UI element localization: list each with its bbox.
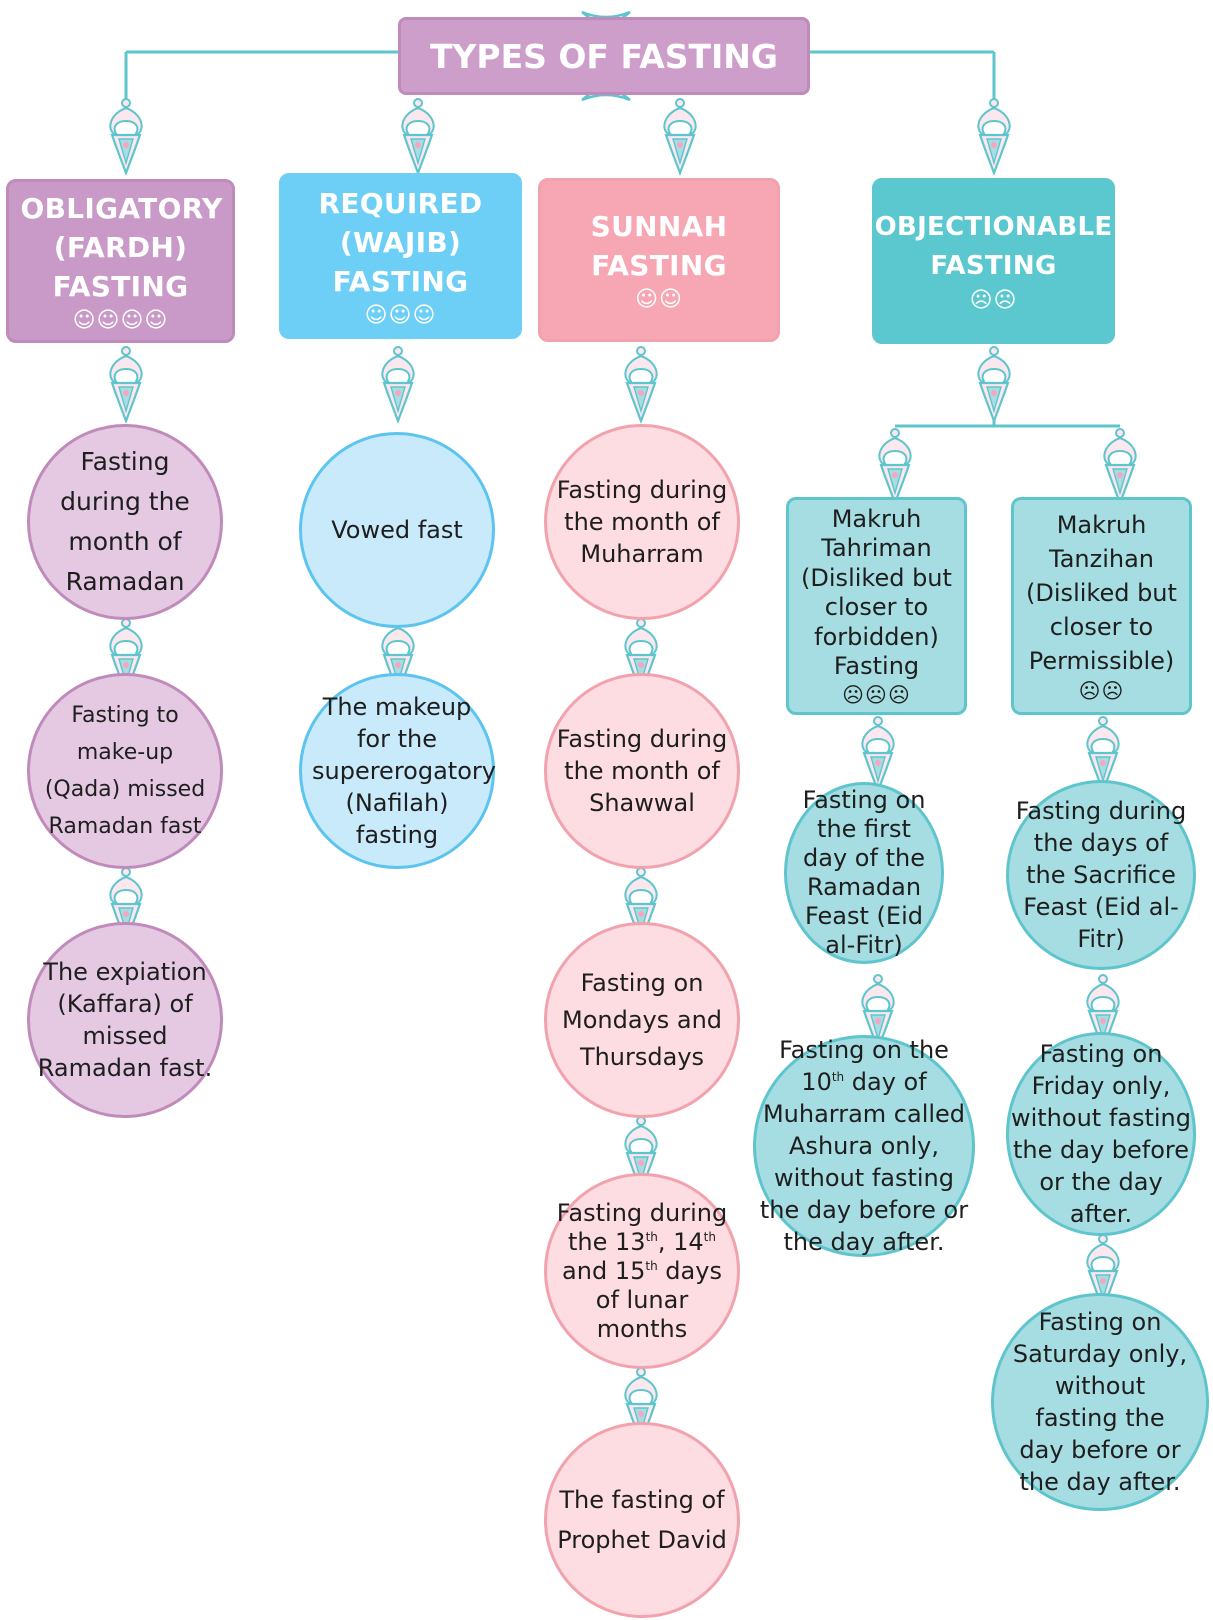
- category-sunnah: SUNNAH FASTING ☺☺: [538, 178, 780, 342]
- sunnah-item: Fasting on Mondays and Thursdays: [544, 922, 740, 1118]
- sunnah-item: The fasting of Prophet David: [544, 1422, 740, 1618]
- ornament-icon: [109, 97, 143, 175]
- ornament-icon: [624, 345, 658, 423]
- tanzihan-item: Fasting on Friday only, without fasting …: [1006, 1032, 1196, 1236]
- ornament-icon: [381, 345, 415, 423]
- smiley-rating-icon: ☺☺: [635, 287, 683, 312]
- ornament-icon: [109, 345, 143, 423]
- sunnah-item: Fasting during the month of Muharram: [544, 424, 740, 620]
- ornament-icon: [977, 345, 1011, 423]
- ornament-icon: [663, 97, 697, 175]
- frowny-rating-icon: ☹☹: [1078, 679, 1125, 703]
- category-obligatory: OBLIGATORY (FARDH) FASTING ☺☺☺☺: [6, 179, 235, 343]
- subcategory-tanzihan: Makruh Tanzihan (Disliked but closer to …: [1011, 497, 1192, 715]
- category-objectionable: OBJECTIONABLE FASTING ☹☹: [872, 178, 1115, 344]
- frowny-rating-icon: ☹☹☹: [842, 682, 911, 707]
- category-required: REQUIRED (WAJIB) FASTING ☺☺☺: [279, 173, 522, 339]
- smiley-rating-icon: ☺☺☺: [364, 302, 437, 328]
- ornament-icon: [977, 97, 1011, 175]
- sunnah-item: Fasting during the 13th, 14th and 15th d…: [544, 1173, 740, 1369]
- category-title: SUNNAH FASTING: [590, 210, 728, 282]
- tahriman-item: Fasting on the first day of the Ramadan …: [784, 782, 944, 964]
- subcategory-title: Makruh Tanzihan (Disliked but closer to …: [1026, 511, 1177, 675]
- obligatory-item: The expiation (Kaffara) of missed Ramada…: [27, 922, 223, 1118]
- category-title: OBJECTIONABLE FASTING: [874, 212, 1113, 281]
- tahriman-item: Fasting on the 10th day of Muharram call…: [753, 1035, 975, 1257]
- category-title: OBLIGATORY (FARDH) FASTING: [20, 191, 223, 303]
- smiley-rating-icon: ☺☺☺☺: [72, 307, 169, 333]
- sunnah-item: Fasting during the month of Shawwal: [544, 673, 740, 869]
- ashura-text: Fasting on the 10th day of Muharram call…: [759, 1036, 969, 1256]
- category-title: REQUIRED (WAJIB) FASTING: [318, 186, 483, 298]
- tanzihan-item: Fasting during the days of the Sacrifice…: [1006, 780, 1196, 970]
- obligatory-item: Fasting during the month of Ramadan: [27, 424, 223, 620]
- diagram-title: TYPES OF FASTING: [429, 36, 779, 76]
- ornament-icon: [878, 427, 912, 505]
- obligatory-item: Fasting to make-up (Qada) missed Ramadan…: [27, 673, 223, 869]
- tanzihan-item: Fasting on Saturday only, without fastin…: [991, 1293, 1209, 1511]
- subcategory-tahriman: Makruh Tahriman (Disliked but closer to …: [786, 497, 967, 715]
- ornament-icon: [1103, 427, 1137, 505]
- ornament-icon: [401, 97, 435, 175]
- subcategory-title: Makruh Tahriman (Disliked but closer to …: [801, 504, 952, 681]
- lunar-days-text: Fasting during the 13th, 14th and 15th d…: [556, 1198, 728, 1343]
- frowny-rating-icon: ☹☹: [969, 288, 1018, 313]
- title-box: TYPES OF FASTING: [398, 17, 810, 95]
- required-item: Vowed fast: [299, 432, 495, 628]
- required-item: The makeup for the supererogatory (Nafil…: [299, 673, 496, 869]
